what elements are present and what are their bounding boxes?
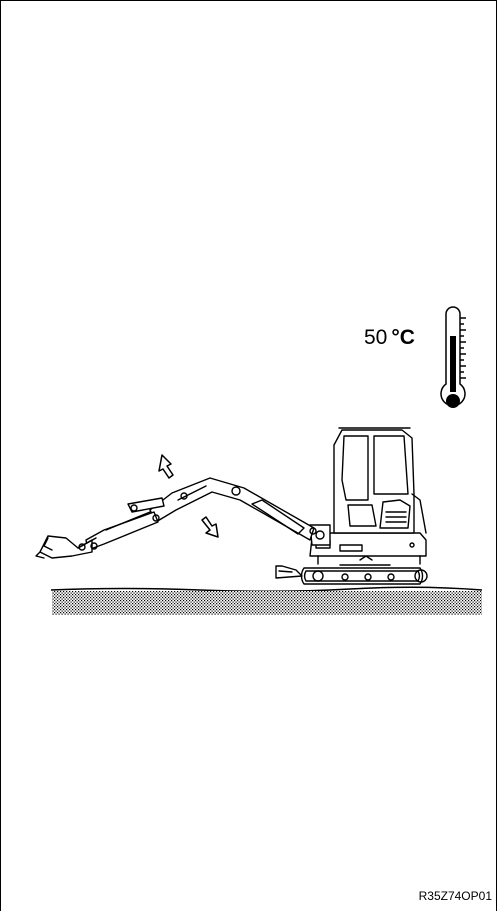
ground xyxy=(50,586,483,615)
arrow-down-icon xyxy=(201,516,219,538)
temperature-value: 50 xyxy=(364,326,388,349)
excavator-illustration xyxy=(35,427,428,585)
arrow-up-icon xyxy=(158,454,174,479)
temperature-unit: °C xyxy=(391,326,415,349)
temperature-label: 50°C xyxy=(364,326,415,350)
thermometer-icon xyxy=(440,306,466,408)
figure-code: R35Z74OP01 xyxy=(418,889,492,903)
